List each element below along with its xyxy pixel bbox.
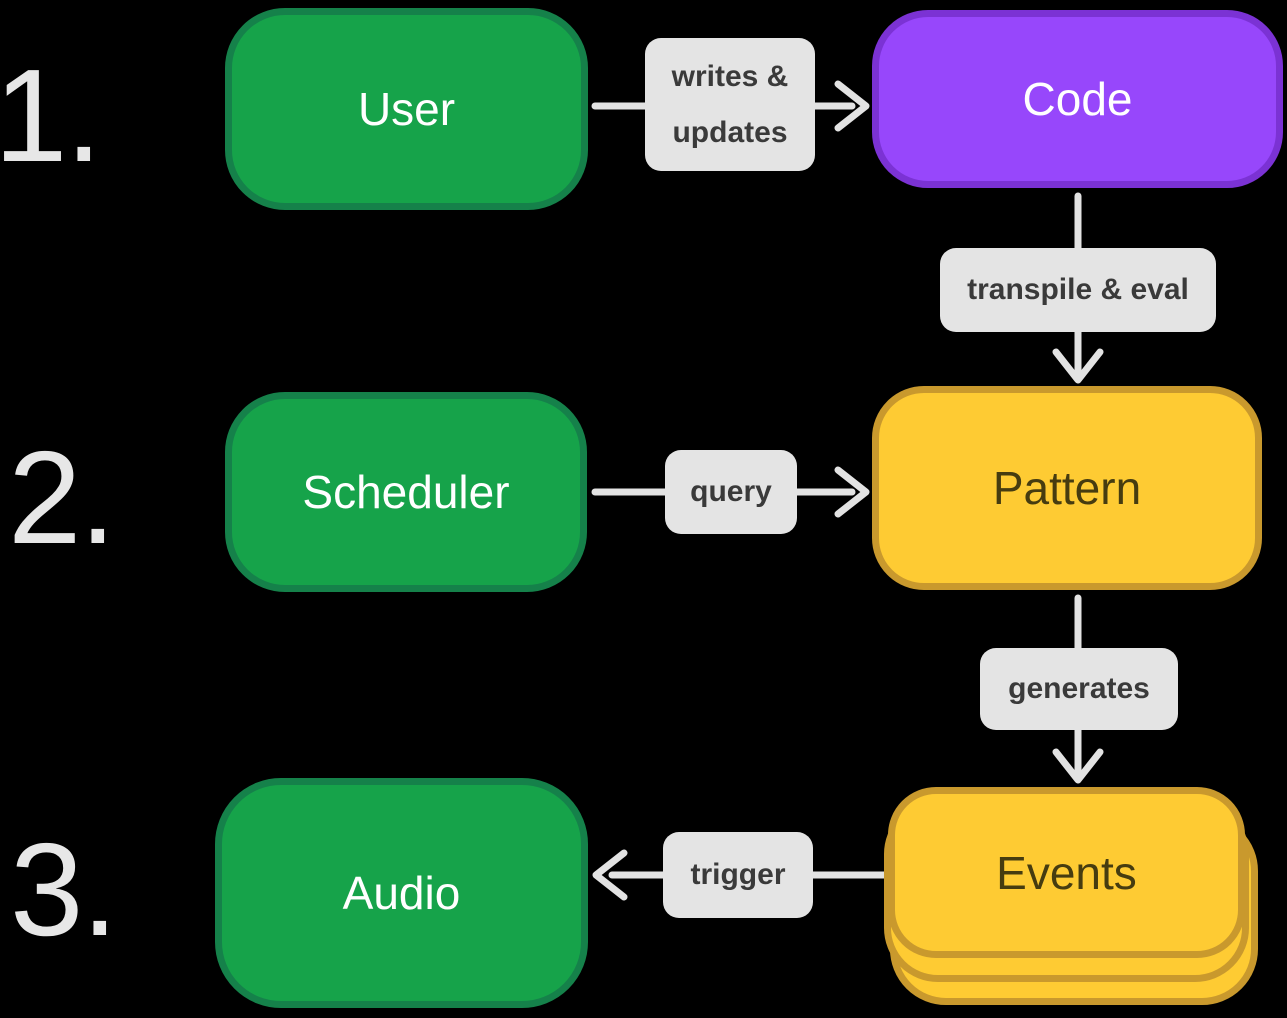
edge-label-trigger: trigger xyxy=(663,832,813,918)
node-scheduler: Scheduler xyxy=(225,392,587,592)
node-code: Code xyxy=(872,10,1283,188)
arrow-events-to-audio-head-icon xyxy=(592,849,628,901)
node-audio: Audio xyxy=(215,778,588,1008)
edge-label-transpile-eval-text: transpile & eval xyxy=(967,273,1189,306)
step-number-3: 3. xyxy=(10,816,118,963)
node-events: Events xyxy=(888,787,1245,958)
node-audio-label: Audio xyxy=(342,867,461,919)
arrow-user-to-code-head-icon xyxy=(834,80,870,132)
node-code-label: Code xyxy=(1022,73,1133,125)
arrow-code-to-pattern-head-icon xyxy=(1052,348,1104,384)
edge-label-trigger-text: trigger xyxy=(690,858,786,891)
arrow-pattern-to-events-head-icon xyxy=(1052,748,1104,784)
step-number-2: 2. xyxy=(8,424,116,571)
edge-label-generates: generates xyxy=(980,648,1178,730)
node-pattern-label: Pattern xyxy=(992,462,1142,514)
edge-label-writes-updates-line2: updates xyxy=(672,115,788,149)
arrow-scheduler-to-pattern-head-icon xyxy=(834,466,870,518)
node-user-label: User xyxy=(357,83,456,135)
step-number-1: 1. xyxy=(0,42,102,189)
edge-label-writes-updates: writes & updates xyxy=(645,38,815,171)
edge-label-query: query xyxy=(665,450,797,534)
node-user: User xyxy=(225,8,588,210)
node-scheduler-label: Scheduler xyxy=(302,466,510,518)
edge-label-writes-updates-line1: writes & xyxy=(671,59,789,93)
node-events-label: Events xyxy=(996,846,1137,899)
edge-label-transpile-eval: transpile & eval xyxy=(940,248,1216,332)
edge-label-generates-text: generates xyxy=(1008,672,1150,705)
node-pattern: Pattern xyxy=(872,386,1262,590)
edge-label-query-text: query xyxy=(690,475,772,508)
